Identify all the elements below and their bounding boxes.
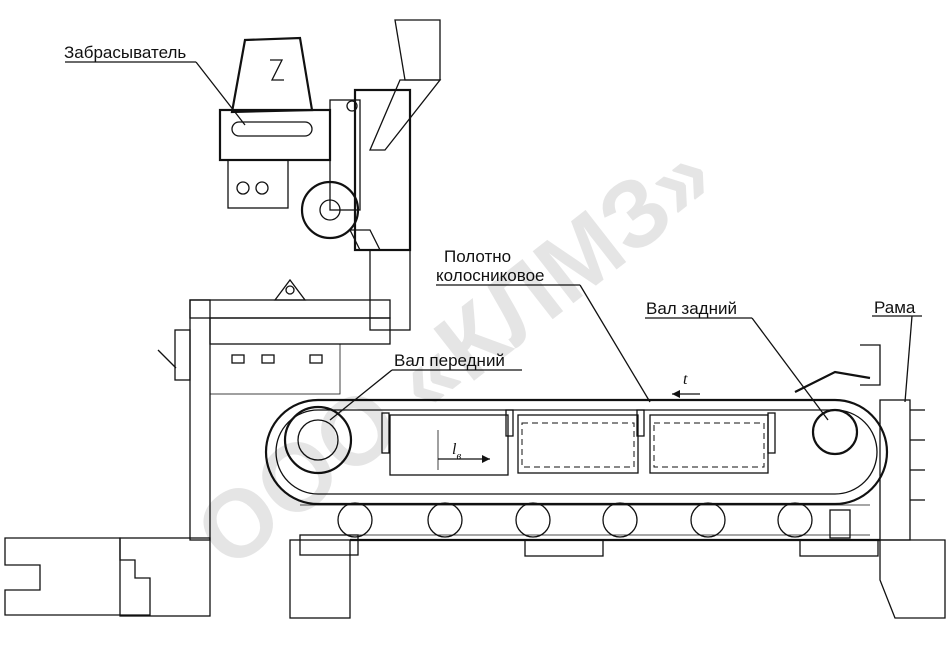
label-grate-line1: Полотно xyxy=(444,247,511,266)
label-front-shaft: Вал передний xyxy=(394,351,505,370)
rear-shaft xyxy=(794,344,881,456)
label-frame: Рама xyxy=(874,298,916,317)
pitch-indicator: t xyxy=(672,371,700,398)
length-indicator: lв xyxy=(437,430,490,470)
support-rollers xyxy=(337,502,813,538)
watermark: ООО «КЛМЗ» xyxy=(176,120,733,588)
foundation xyxy=(4,537,946,619)
spreader-unit xyxy=(218,19,442,301)
length-subscript: в xyxy=(456,450,461,462)
chain-grate xyxy=(264,398,889,557)
pitch-symbol: t xyxy=(683,371,688,388)
leader-lines xyxy=(65,61,922,421)
svg-text:lв: lв xyxy=(452,441,461,462)
front-shaft xyxy=(283,405,353,475)
label-grate-line2: колосниковое xyxy=(436,266,545,285)
label-spreader: Забрасыватель xyxy=(64,43,186,62)
frame xyxy=(829,399,925,541)
length-symbol: l xyxy=(452,441,457,458)
label-rear-shaft: Вал задний xyxy=(646,299,737,318)
